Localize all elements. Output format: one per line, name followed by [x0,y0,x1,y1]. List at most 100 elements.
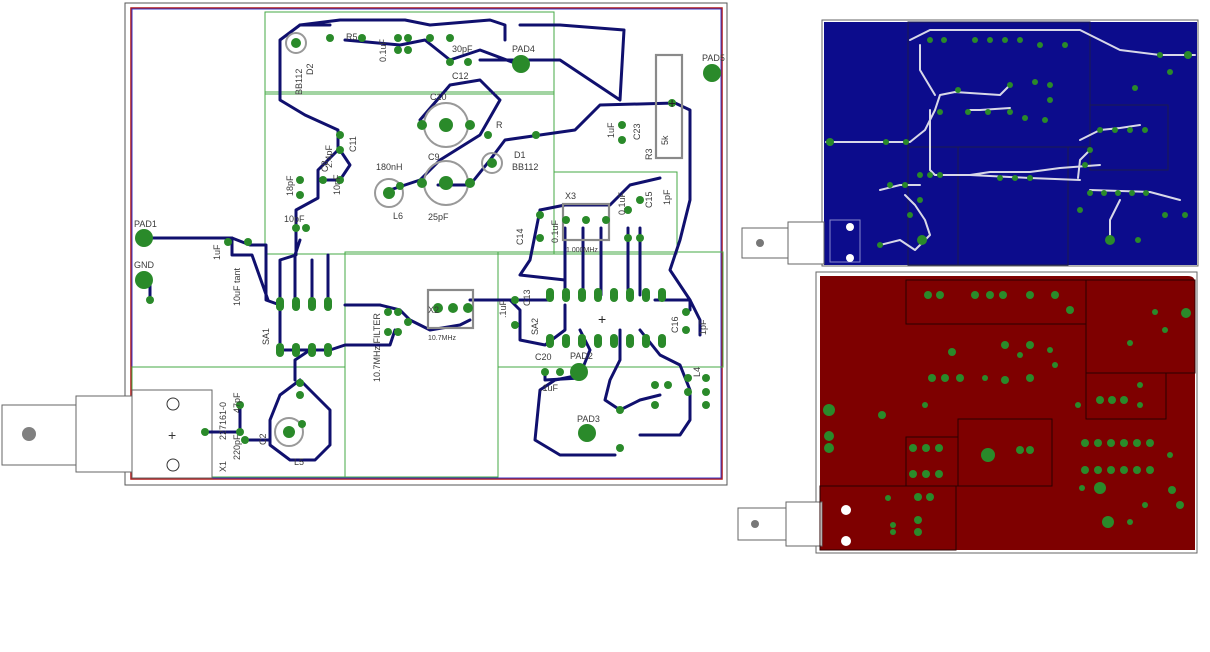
label-c20: C20 [535,352,552,362]
bottom-bnc-pin [756,239,764,247]
label-c1-value: 1uF [212,244,222,260]
label-l6-value: 180nH [376,162,403,172]
pads [135,34,721,452]
x2-outline [426,288,475,330]
label-r: R [496,120,503,130]
label-c47: 47pF [232,392,242,413]
pad1 [135,229,153,247]
label-sa2: SA2 [530,318,540,335]
label-x1: X1 [218,461,228,472]
silkscreen-labels: PAD1 GND PAD4 PAD5 PAD2 PAD3 C10 C9 25pF… [134,32,725,472]
r3-origin-mark: + [668,95,676,111]
top-bnc-pin [751,520,759,528]
label-c16: C16 [670,316,680,333]
label-c8: C8 [320,160,330,172]
ic-origin-mark: + [598,311,606,327]
top-hole [841,505,851,515]
r3-outline [654,53,684,160]
label-filter: 10.7MHz FILTER [372,313,382,382]
label-tant: 10uF tant [232,267,242,306]
bnc-mount-hole [166,458,180,472]
label-x3: X3 [565,191,576,201]
label-l6: L6 [393,211,403,221]
label-c23-value: 1uF [606,122,616,138]
label-c14-value: 0.1uF [550,219,560,243]
label-bb112: BB112 [294,69,304,95]
label-pad2: PAD2 [570,351,593,361]
d1-body [481,152,503,174]
bnc-flange [75,395,133,473]
pad4 [512,55,530,73]
bottom-bnc-body [741,227,789,259]
bnc-mount-hole [166,397,180,411]
label-d1: D1 [514,150,526,160]
label-c18: 18pF [285,175,295,196]
pad2 [570,363,588,381]
label-c9-value: 25pF [428,212,449,222]
layout-frame [124,2,728,486]
zone-top [264,11,555,95]
label-l5: L5 [294,457,304,467]
label-c14: C14 [515,228,525,245]
bottom-bnc-pad [829,219,861,263]
label-pad1: PAD1 [134,219,157,229]
label-d2: D2 [305,63,315,75]
label-x3-value: 1.000MHz [566,247,598,254]
l6-coil [374,178,404,208]
label-r5: R5 [346,32,358,42]
label-c13: C13 [522,289,532,306]
label-c2-value: 220pF [232,434,242,460]
board-outline [130,7,723,480]
label-l4: L4 [692,367,702,377]
label-c10pf: 10pF [284,214,305,224]
l5-coil [274,417,304,447]
gnd-pad [135,271,153,289]
bottom-hole [846,223,854,231]
layout-view: + [1,2,728,486]
top-bnc-flange [785,501,823,547]
label-c23: C23 [632,123,642,140]
label-pad4: PAD4 [512,44,535,54]
label-d1-value: BB112 [512,162,538,172]
label-c8-value: 10nF [332,174,342,195]
label-pad5: PAD5 [702,53,725,63]
label-c9: C9 [428,152,440,162]
zone-mixer [497,251,724,368]
d2-body [285,32,307,54]
label-x2: X2 [428,305,439,315]
label-c9-top: 30pF [452,44,473,54]
label-c11: C11 [348,136,358,152]
bottom-hole [846,254,854,262]
label-c11-value: 2.4pF [324,144,334,168]
label-c12: C12 [452,71,469,81]
label-c2: C2 [258,433,268,445]
bottom-board [824,22,1197,265]
top-copper-view [737,271,1198,554]
label-c10: C10 [430,92,447,102]
label-r3: R3 [644,148,654,160]
bnc-center-pin [22,427,36,441]
label-c13-value: .1uF [498,299,508,318]
label-gnd: GND [134,260,155,270]
pad5 [703,64,721,82]
top-hole [841,536,851,546]
traces [142,18,702,462]
label-c33: 1pF [698,319,708,335]
label-r3-value: 5k [660,135,670,145]
label-pad3: PAD3 [577,414,600,424]
label-x2-value: 10.7MHz [428,335,457,342]
label-sa1: SA1 [261,328,271,345]
label-c16-value: 1pF [662,189,672,205]
bottom-copper-view [741,19,1199,267]
board-outline-inner [131,8,722,479]
top-board [820,276,1195,550]
bnc-center-mark: + [168,427,176,443]
bottom-bnc-flange [787,221,825,265]
zone-x3 [553,171,678,255]
label-x1-value: 227161-0 [218,402,228,440]
label-c15: C15 [644,191,654,208]
label-c01: 0.1uF [378,38,388,62]
pad3 [578,424,596,442]
label-c20-value: .1uF [540,383,559,393]
